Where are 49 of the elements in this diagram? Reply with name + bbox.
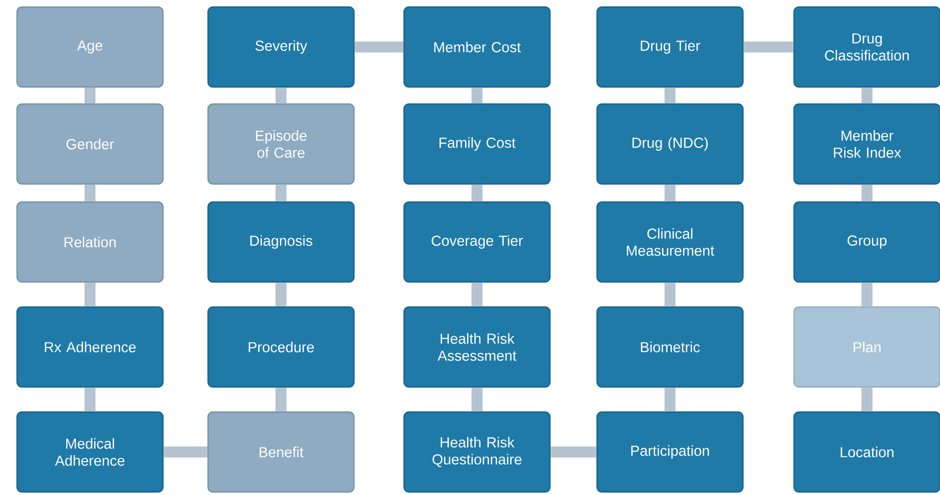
- connector-bar: [472, 388, 482, 412]
- process-box: Drug Tier: [596, 6, 744, 88]
- process-box: Clinical Measurement: [596, 201, 744, 283]
- connector-bar: [276, 388, 286, 412]
- connector-bar: [744, 42, 794, 52]
- connector-bar: [862, 282, 872, 306]
- process-box: Biometric: [596, 306, 744, 388]
- process-box: Health Risk Questionnaire: [403, 411, 551, 493]
- connector-bar: [84, 88, 96, 104]
- process-box: Age: [16, 6, 164, 88]
- process-box: Coverage Tier: [403, 201, 551, 283]
- connector-bar: [664, 282, 676, 306]
- connector-bar: [472, 282, 482, 306]
- connector-bar: [276, 88, 286, 104]
- connector-bar: [862, 88, 872, 104]
- process-box: Drug (NDC): [596, 103, 744, 185]
- connector-bar: [664, 88, 676, 104]
- process-box: Procedure: [207, 306, 355, 388]
- process-box: Location: [793, 411, 940, 493]
- connector-bar: [472, 184, 482, 202]
- process-box: Family Cost: [403, 103, 551, 185]
- connector-bar: [84, 184, 96, 202]
- process-box: Benefit: [207, 411, 355, 493]
- process-box: Health Risk Assessment: [403, 306, 551, 388]
- process-box: Member Risk Index: [793, 103, 940, 185]
- process-box: Relation: [16, 201, 164, 283]
- process-box: Plan: [793, 306, 940, 388]
- connector-bar: [472, 88, 482, 104]
- connector-bar: [862, 184, 872, 202]
- process-box: Group: [793, 201, 940, 283]
- connector-bar: [550, 446, 596, 458]
- connector-bar: [862, 388, 872, 412]
- connector-bar: [276, 184, 286, 202]
- connector-bar: [276, 282, 286, 306]
- connector-bar: [84, 388, 96, 412]
- connector-bar: [664, 184, 676, 202]
- connector-bar: [164, 446, 208, 458]
- process-box: Drug Classification: [793, 6, 940, 88]
- process-box: Participation: [596, 411, 744, 493]
- connector-bar: [84, 282, 96, 306]
- process-box: Member Cost: [403, 6, 551, 88]
- process-box: Rx Adherence: [16, 306, 164, 388]
- process-box: Gender: [16, 103, 164, 185]
- connector-bar: [354, 42, 404, 52]
- process-box: Severity: [207, 6, 355, 88]
- process-box: Diagnosis: [207, 201, 355, 283]
- process-box: Episode of Care: [207, 103, 355, 185]
- connector-bar: [664, 388, 676, 412]
- process-box: Medical Adherence: [16, 411, 164, 493]
